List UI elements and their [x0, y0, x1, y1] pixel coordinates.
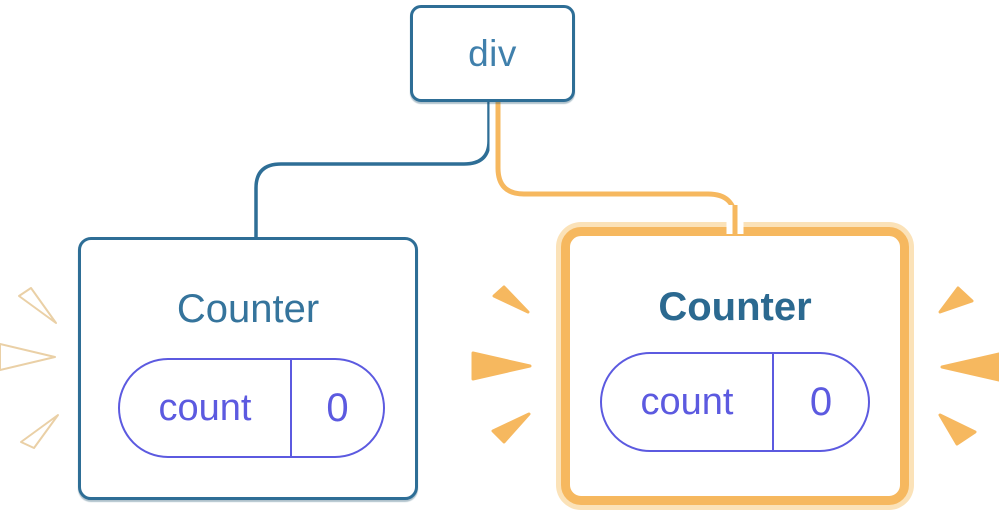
- edge-to-right-counter-casing: [489, 101, 744, 240]
- state-pill: count 0: [600, 352, 870, 452]
- state-pill: count 0: [118, 358, 385, 458]
- spark-icon: [938, 286, 974, 314]
- root-node-div: div: [410, 5, 575, 102]
- spark-icon: [492, 285, 530, 314]
- state-value-cell: 0: [809, 379, 833, 424]
- spark-icon: [938, 413, 977, 446]
- spark-icon: [20, 414, 59, 449]
- state-key-cell: count: [602, 354, 774, 450]
- edge-to-right-counter-core: [495, 101, 738, 240]
- counter-card-left: Counter count 0: [78, 237, 418, 500]
- spark-icon: [491, 412, 531, 444]
- spark-icon: [471, 351, 532, 381]
- state-value-cell: 0: [326, 385, 349, 430]
- orange-sparks-left: [471, 285, 532, 444]
- spark-icon: [18, 287, 57, 324]
- white-sparks-left: [0, 287, 59, 449]
- counter-card-right-highlighted: Counter count 0: [561, 227, 909, 505]
- state-key-cell: count: [120, 360, 292, 456]
- orange-sparks-right: [938, 286, 999, 446]
- spark-icon: [940, 352, 999, 382]
- counter-title: Counter: [658, 285, 812, 329]
- spark-icon: [0, 343, 56, 371]
- counter-title: Counter: [176, 287, 320, 331]
- edge-to-left-counter: [254, 101, 491, 239]
- root-node-label: div: [468, 32, 517, 74]
